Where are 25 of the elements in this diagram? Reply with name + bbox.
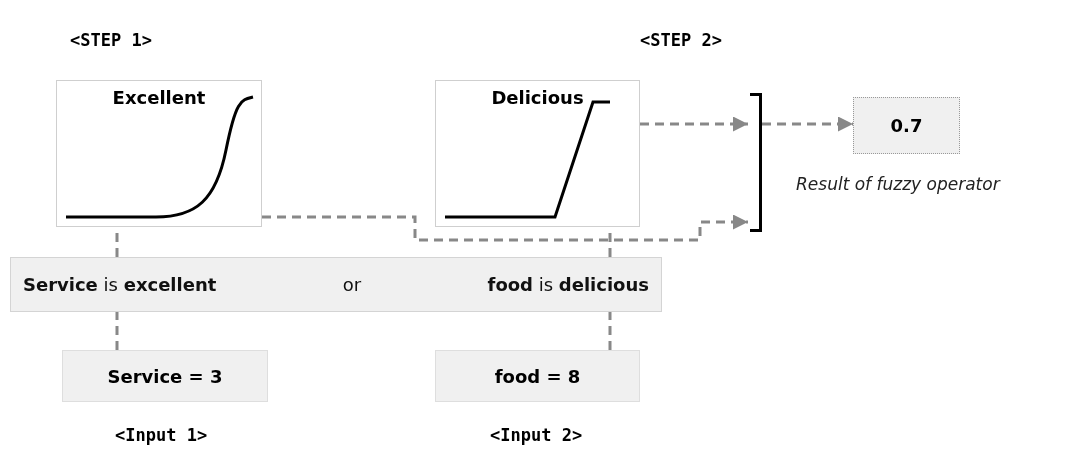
step-heading: <STEP 2> [640,30,722,50]
plot-title: Delicious [490,87,585,108]
input-heading: <Input 2> [490,425,583,445]
plot-title: Excellent [111,87,207,108]
arrow [640,116,748,132]
connector-line [608,312,612,350]
rule-text: Service is excellent [23,274,217,295]
membership-plot [56,80,262,227]
input-box [435,350,640,402]
input-heading: <Input 1> [115,425,208,445]
result-box [853,97,960,154]
rule-band [10,257,662,312]
value-text: food = 8 [494,365,581,387]
arrow [762,116,853,132]
caption-text: Result of fuzzy operator [796,174,1000,194]
value-text: Service = 3 [107,365,223,387]
membership-plot [435,80,640,227]
arrow [262,214,748,242]
step-heading: <STEP 1> [70,30,152,50]
rule-text: food is delicious [487,274,649,295]
bracket [748,93,762,232]
input-box [62,350,268,402]
rule-text: or [342,274,362,295]
connector-line [115,312,119,350]
value-text: 0.7 [890,115,923,136]
